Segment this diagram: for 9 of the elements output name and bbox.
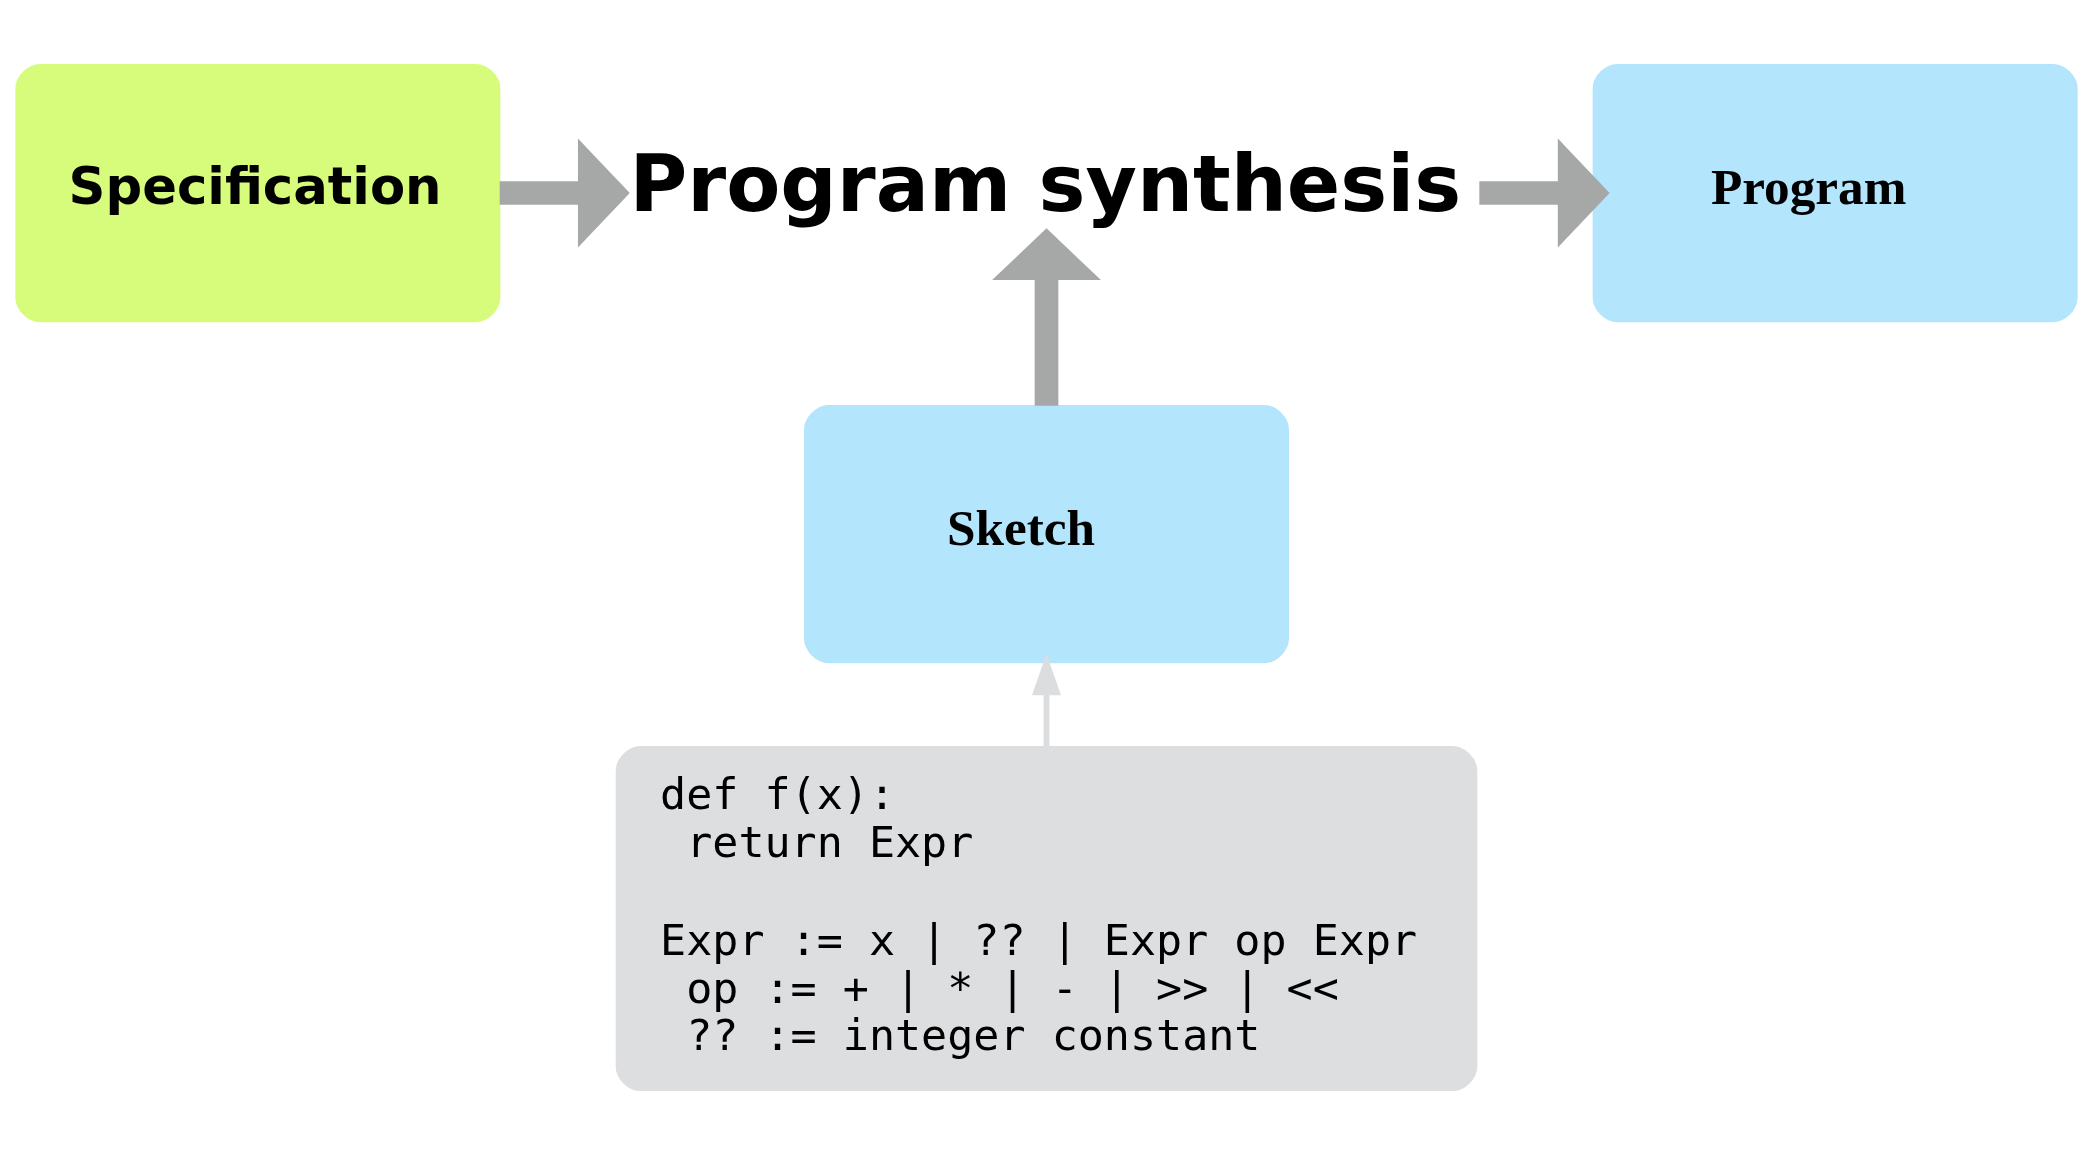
arrow: [992, 227, 1101, 406]
node-box: Sketch: [804, 404, 1289, 663]
node-box: Specification: [15, 63, 501, 322]
arrow: [499, 138, 630, 247]
arrow: [1032, 653, 1061, 747]
node-box: def f(x): return Expr Expr := x | ?? | Expr op Expr op := + | * | - | >> | << ?? := integer constant: [615, 745, 1478, 1091]
node-box: Program: [1592, 63, 2078, 322]
arrow: [1479, 138, 1610, 247]
node-text: Program synthesis: [629, 137, 1462, 230]
